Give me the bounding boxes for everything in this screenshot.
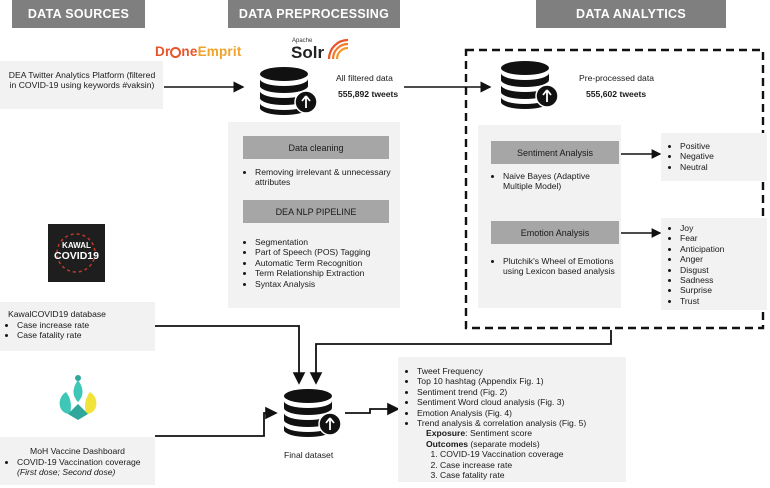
preprocessed-data-count: 555,602 tweets [586, 89, 647, 99]
nlp-item: Syntax Analysis [255, 279, 394, 289]
result-item: Tweet Frequency [417, 366, 624, 376]
moh-note: (First dose; Second dose) [17, 467, 116, 478]
outcomes-line: Outcomes (separate models) [406, 439, 624, 449]
sentiment-class-item: Negative [680, 151, 714, 161]
moh-item: COVID-19 Vaccination coverage [17, 457, 154, 467]
kawal-items: Case increase rateCase fatality rate [6, 320, 89, 341]
header-data-sources: DATA SOURCES [12, 0, 145, 28]
outcome-item: COVID-19 Vaccination coverage [440, 449, 624, 459]
nlp-item: Segmentation [255, 237, 394, 247]
emotion-class-item: Surprise [680, 285, 724, 295]
kawal-item: Case increase rate [17, 320, 89, 330]
results-panel: Tweet FrequencyTop 10 hashtag (Appendix … [398, 357, 626, 482]
arrow-moh-to-final [155, 406, 278, 437]
emotion-class-item: Sadness [680, 275, 724, 285]
kawal-line1: KAWAL [62, 241, 91, 250]
outcome-item: Case fatality rate [440, 470, 624, 480]
outcomes-value: (separate models) [468, 438, 540, 449]
final-database-icon [284, 389, 342, 437]
solr-sun-icon [327, 38, 349, 60]
result-item: Sentiment Word cloud analysis (Fig. 3) [417, 397, 624, 407]
result-item: Trend analysis & correlation analysis (F… [417, 418, 624, 428]
emotion-classes-list: JoyFearAnticipationAngerDisgustSadnessSu… [669, 223, 724, 306]
kawalcovid19-logo: KAWAL COVID19 [48, 224, 105, 282]
nlp-pipeline-list: SegmentationPart of Speech (POS) Tagging… [244, 237, 394, 289]
filtered-data-count: 555,892 tweets [338, 89, 399, 99]
header-data-analytics: DATA ANALYTICS [536, 0, 726, 28]
preprocessed-data-label: Pre-processed data [579, 73, 654, 83]
analytics-dashed-frame [464, 48, 765, 330]
sentiment-class-item: Neutral [680, 162, 714, 172]
data-cleaning-box: Data cleaning [243, 136, 389, 159]
moh-items: COVID-19 Vaccination coverage (First dos… [6, 457, 154, 478]
solr-text: Solr [291, 43, 325, 62]
emotion-method-item: Plutchik's Wheel of Emotions using Lexic… [503, 256, 620, 277]
sentiment-method: Naive Bayes (Adaptive Multiple Model) [492, 171, 618, 192]
exposure-line: Exposure: Sentiment score [406, 428, 624, 438]
dea-source-text: DEA Twitter Analytics Platform (filtered… [8, 70, 156, 91]
sentiment-class-item: Positive [680, 141, 714, 151]
exposure-value: : Sentiment score [465, 428, 533, 439]
result-item: Top 10 hashtag (Appendix Fig. 1) [417, 376, 624, 386]
nlp-pipeline-box: DEA NLP PIPELINE [243, 200, 389, 223]
moh-title: MoH Vaccine Dashboard [30, 446, 125, 456]
final-dataset-label: Final dataset [284, 450, 334, 460]
exposure-label: Exposure [426, 428, 466, 439]
emotion-class-item: Trust [680, 296, 724, 306]
emotion-class-item: Fear [680, 233, 724, 243]
emotion-class-item: Anger [680, 254, 724, 264]
emotion-class-item: Anticipation [680, 244, 724, 254]
cleaning-item: Removing irrelevant & unnecessary attrib… [255, 167, 394, 188]
arrow-kawal-to-final [155, 325, 306, 385]
results-list: Tweet FrequencyTop 10 hashtag (Appendix … [406, 366, 624, 480]
kawal-virus-icon [56, 233, 96, 273]
nlp-item: Automatic Term Recognition [255, 258, 394, 268]
emotion-class-item: Disgust [680, 265, 724, 275]
solr-logo: Apache Solr [289, 38, 351, 66]
sentiment-analysis-box: Sentiment Analysis [491, 141, 619, 164]
outcome-item: Case increase rate [440, 460, 624, 470]
nlp-item: Term Relationship Extraction [255, 268, 394, 278]
header-data-preprocessing: DATA PREPROCESSING [228, 0, 400, 28]
data-cleaning-list: Removing irrelevant & unnecessary attrib… [244, 167, 394, 188]
emotion-analysis-box: Emotion Analysis [491, 221, 619, 244]
solr-apache-text: Apache [292, 38, 313, 44]
filtered-data-label: All filtered data [336, 73, 393, 83]
filtered-database-icon [260, 67, 318, 115]
preprocessed-database-icon [501, 61, 559, 109]
arrow-final-to-results [345, 402, 400, 416]
dea-source-box: DEA Twitter Analytics Platform (filtered… [0, 61, 163, 109]
sentiment-method-item: Naive Bayes (Adaptive Multiple Model) [503, 171, 618, 192]
result-item: Sentiment trend (Fig. 2) [417, 387, 624, 397]
kawal-item: Case fatality rate [17, 330, 89, 340]
sentiment-classes-box: PositiveNegativeNeutral [661, 133, 767, 181]
arrow-analytics-to-final [309, 330, 612, 385]
kawal-title: KawalCOVID19 database [8, 309, 106, 319]
outcomes-label: Outcomes [426, 438, 469, 449]
emotion-classes-box: JoyFearAnticipationAngerDisgustSadnessSu… [661, 218, 767, 310]
sentiment-classes-list: PositiveNegativeNeutral [669, 141, 714, 172]
result-item: Emotion Analysis (Fig. 4) [417, 408, 624, 418]
kawal-source-box: KawalCOVID19 database Case increase rate… [0, 302, 155, 351]
kawal-line2: COVID19 [54, 250, 99, 262]
moh-vaccine-logo [59, 375, 97, 420]
emotion-class-item: Joy [680, 223, 724, 233]
emotion-method: Plutchik's Wheel of Emotions using Lexic… [492, 256, 620, 277]
moh-source-box: MoH Vaccine Dashboard COVID-19 Vaccinati… [0, 437, 155, 485]
nlp-item: Part of Speech (POS) Tagging [255, 247, 394, 257]
